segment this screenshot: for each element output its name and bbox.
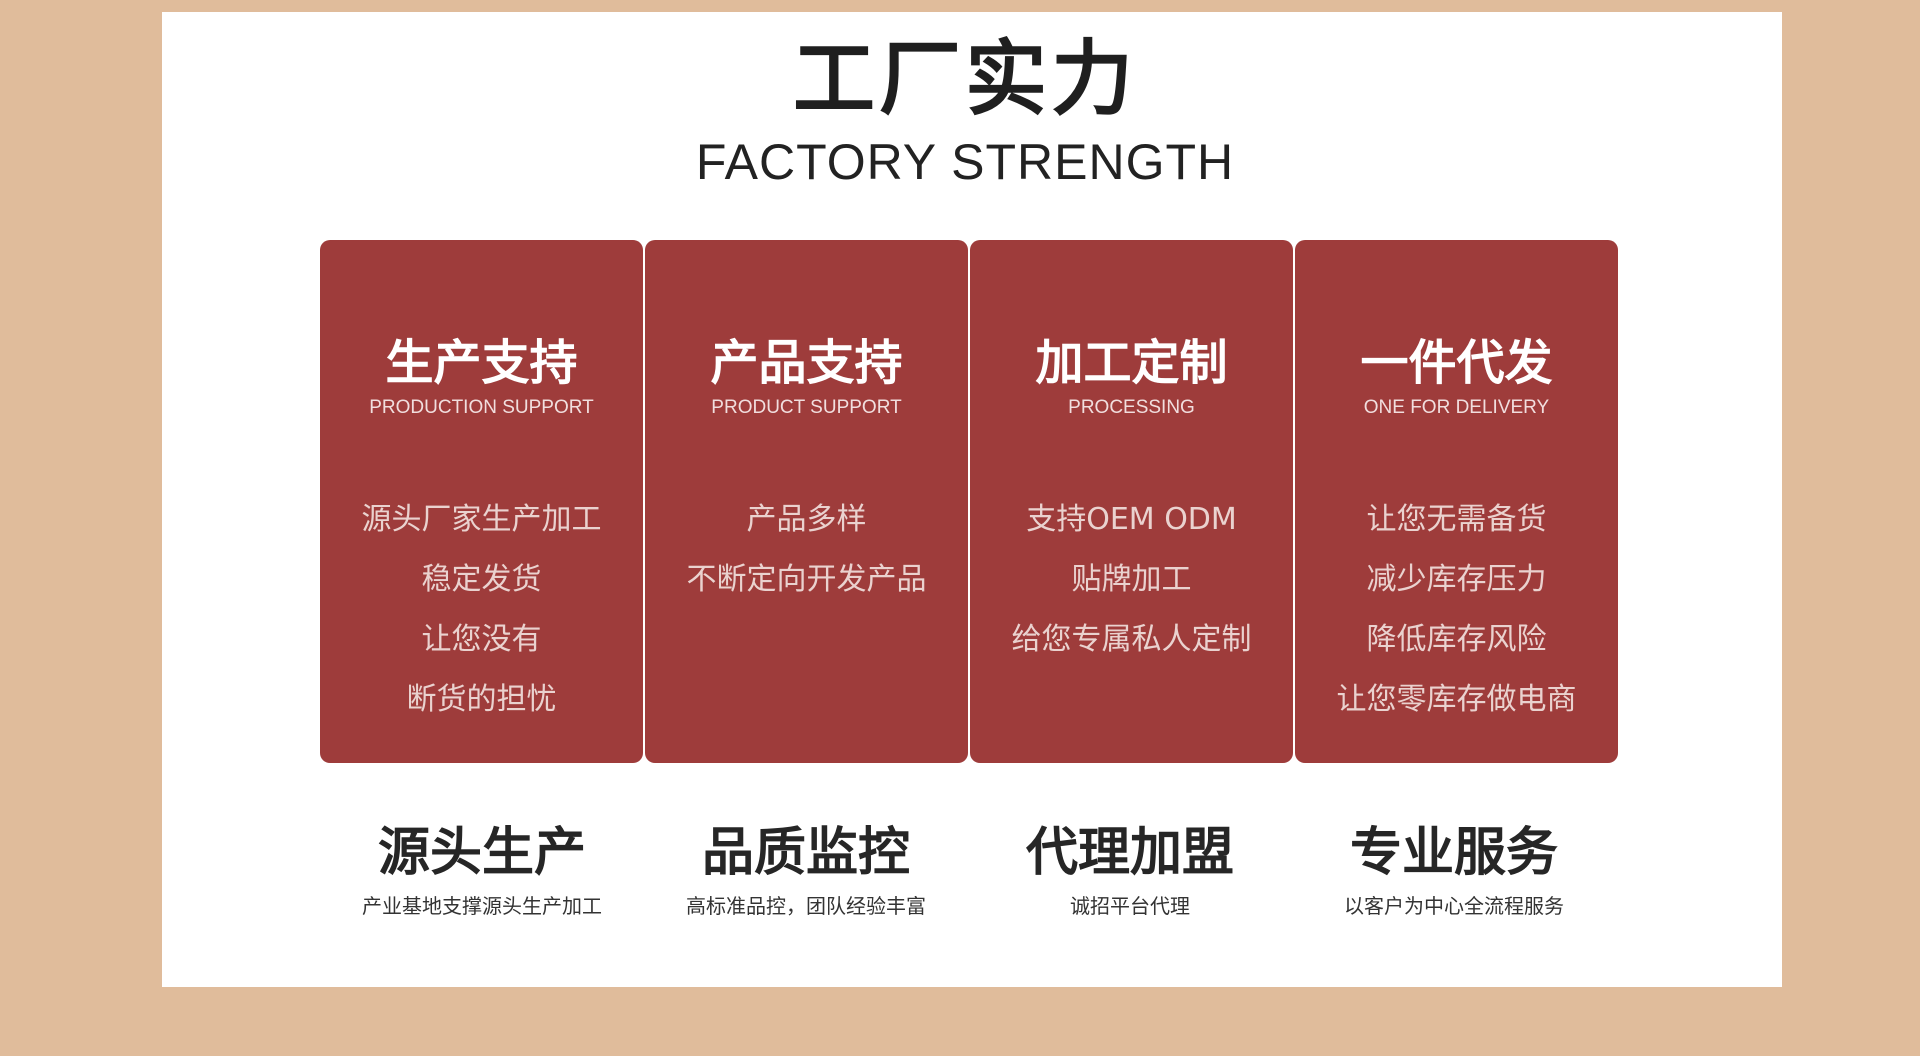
card-title: 产品支持 <box>710 335 903 391</box>
feature-source-production: 源头生产 产业基地支撑源头生产加工 <box>320 820 644 920</box>
feature-description: 以客户为中心全流程服务 <box>1344 894 1564 918</box>
card-title: 一件代发 <box>1360 335 1553 391</box>
feature-quality-control: 品质监控 高标准品控，团队经验丰富 <box>644 820 968 920</box>
card-title: 生产支持 <box>385 335 578 391</box>
card-one-for-delivery: 一件代发 ONE FOR DELIVERY 让您无需备货 减少库存压力 降低库存… <box>1295 240 1618 763</box>
feature-title: 品质监控 <box>701 823 910 883</box>
card-line: 支持OEM ODM <box>1026 502 1237 537</box>
card-line: 让您没有 <box>421 622 542 657</box>
card-line: 产品多样 <box>746 502 867 537</box>
card-line: 断货的担忧 <box>406 682 557 717</box>
card-title: 加工定制 <box>1035 335 1228 391</box>
card-line: 减少库存压力 <box>1366 562 1547 597</box>
feature-description: 高标准品控，团队经验丰富 <box>686 894 926 918</box>
page-title: 工厂实力 <box>792 32 1137 127</box>
card-line: 让您无需备货 <box>1366 502 1547 537</box>
card-body: 支持OEM ODM 贴牌加工 给您专属私人定制 <box>970 490 1293 670</box>
card-body: 产品多样 不断定向开发产品 <box>645 490 968 610</box>
card-subtitle: PRODUCTION SUPPORT <box>369 397 594 418</box>
card-body: 源头厂家生产加工 稳定发货 让您没有 断货的担忧 <box>320 490 643 730</box>
feature-description: 产业基地支撑源头生产加工 <box>362 894 602 918</box>
card-line: 让您零库存做电商 <box>1336 682 1577 717</box>
card-processing: 加工定制 PROCESSING 支持OEM ODM 贴牌加工 给您专属私人定制 <box>970 240 1293 763</box>
card-product-support: 产品支持 PRODUCT SUPPORT 产品多样 不断定向开发产品 <box>645 240 968 763</box>
feature-title: 源头生产 <box>377 823 586 883</box>
feature-agency: 代理加盟 诚招平台代理 <box>968 820 1292 920</box>
card-subtitle: ONE FOR DELIVERY <box>1363 397 1550 418</box>
support-cards: 生产支持 PRODUCTION SUPPORT 源头厂家生产加工 稳定发货 让您… <box>320 240 1618 763</box>
card-line: 稳定发货 <box>421 562 542 597</box>
card-line: 不断定向开发产品 <box>686 562 927 597</box>
card-line: 给您专属私人定制 <box>1011 622 1252 657</box>
card-line: 源头厂家生产加工 <box>361 502 602 537</box>
card-line: 降低库存风险 <box>1366 622 1547 657</box>
card-subtitle: PRODUCT SUPPORT <box>711 397 902 418</box>
card-subtitle: PROCESSING <box>1068 397 1195 418</box>
feature-professional-service: 专业服务 以客户为中心全流程服务 <box>1292 820 1616 920</box>
feature-description: 诚招平台代理 <box>1070 894 1190 918</box>
card-body: 让您无需备货 减少库存压力 降低库存风险 让您零库存做电商 <box>1295 490 1618 730</box>
page-subtitle: FACTORY STRENGTH <box>695 134 1235 190</box>
feature-row: 源头生产 产业基地支撑源头生产加工 品质监控 高标准品控，团队经验丰富 代理加盟… <box>320 820 1616 920</box>
card-line: 贴牌加工 <box>1071 562 1192 597</box>
card-production-support: 生产支持 PRODUCTION SUPPORT 源头厂家生产加工 稳定发货 让您… <box>320 240 643 763</box>
feature-title: 专业服务 <box>1349 823 1558 883</box>
feature-title: 代理加盟 <box>1025 823 1234 883</box>
